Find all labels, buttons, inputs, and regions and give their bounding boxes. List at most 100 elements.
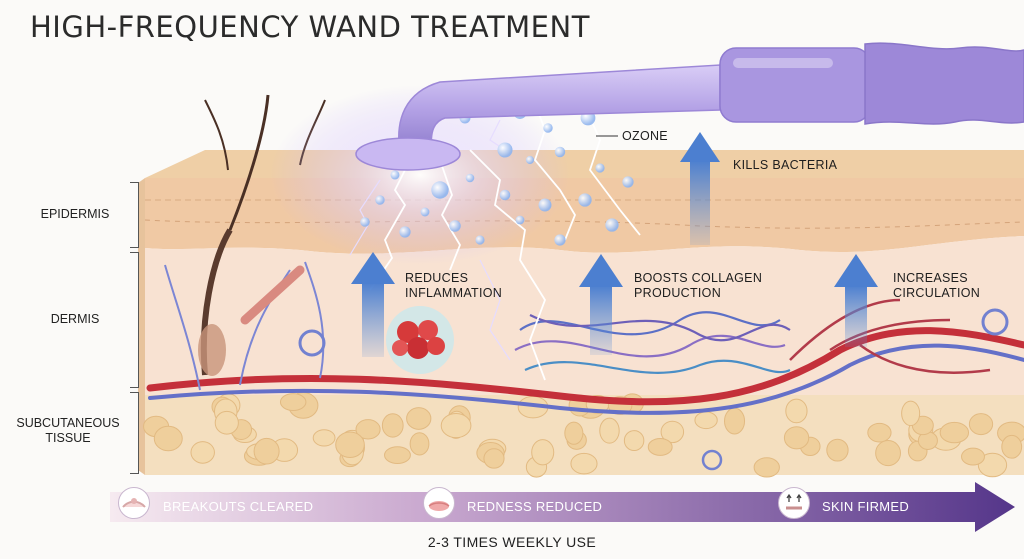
fat-cell xyxy=(570,452,598,475)
ozone-bubble xyxy=(475,235,485,245)
callout-boosts-line1: BOOSTS COLLAGEN xyxy=(634,271,763,285)
ozone-bubble xyxy=(605,218,619,232)
callout-increases-line2: CIRCULATION xyxy=(893,286,981,300)
bracket-subcutaneous xyxy=(130,392,139,474)
callout-reduces-line2: INFLAMMATION xyxy=(405,286,503,300)
ozone-bubble xyxy=(390,170,400,180)
high-frequency-wand xyxy=(355,42,1024,171)
ozone-bubble xyxy=(554,234,566,246)
arrow-reduces-inflammation xyxy=(351,252,395,357)
arrow-boosts-collagen xyxy=(579,254,623,355)
fat-cell xyxy=(279,393,307,411)
label-subcutaneous-line1: SUBCUTANEOUS xyxy=(16,416,120,430)
fat-cell xyxy=(440,413,472,439)
fat-cell xyxy=(312,429,336,447)
fat-cell xyxy=(381,413,404,438)
redness-icon xyxy=(423,487,455,519)
breakout-icon xyxy=(118,487,150,519)
ozone-bubble xyxy=(554,146,566,158)
fat-cell xyxy=(531,439,555,466)
ozone-bubble xyxy=(360,217,370,227)
nerve-ending xyxy=(298,329,326,357)
step-breakouts-cleared: BREAKOUTS CLEARED xyxy=(163,499,314,514)
ozone-bubble xyxy=(622,176,634,188)
fat-cell xyxy=(660,420,685,444)
callout-ozone: OZONE xyxy=(622,129,668,143)
ozone-bubble xyxy=(543,123,553,133)
usage-frequency: 2-3 TIMES WEEKLY USE xyxy=(427,534,597,550)
inflamed-cell-cluster xyxy=(392,320,445,359)
hair-strand xyxy=(228,94,270,231)
fat-cell xyxy=(977,452,1008,478)
fat-cell xyxy=(867,422,892,443)
ozone-bubble xyxy=(538,198,552,212)
ozone-bubble xyxy=(595,163,605,173)
fat-cell xyxy=(409,432,430,456)
label-epidermis: EPIDERMIS xyxy=(40,207,110,221)
diagram-title: HIGH-FREQUENCY WAND TREATMENT xyxy=(30,10,590,44)
arrow-increases-circulation xyxy=(834,254,878,347)
ozone-bubble xyxy=(399,226,411,238)
fat-cell xyxy=(783,426,810,450)
ozone-bubble xyxy=(515,215,525,225)
ozone-bubble xyxy=(431,181,449,199)
capillary-network xyxy=(789,298,991,374)
firming-icon xyxy=(778,487,810,519)
epidermis-cells-line xyxy=(144,219,1024,229)
ozone-bubble xyxy=(465,173,475,183)
fat-cell xyxy=(599,417,620,444)
fat-cell xyxy=(190,441,215,464)
callout-increases-circulation: INCREASES CIRCULATION xyxy=(893,271,980,301)
callout-reduces-line1: REDUCES xyxy=(405,271,469,285)
callout-reduces-inflammation: REDUCES INFLAMMATION xyxy=(405,271,502,301)
step-redness-reduced: REDNESS REDUCED xyxy=(467,499,603,514)
hair-bulb xyxy=(198,324,226,376)
arrector-pili-muscle xyxy=(240,265,305,325)
bracket-epidermis xyxy=(130,182,139,248)
fat-cell xyxy=(694,411,718,430)
callout-boosts-line2: PRODUCTION xyxy=(634,286,722,300)
fat-cell xyxy=(647,437,673,456)
fat-cell xyxy=(483,448,505,469)
callout-kills-bacteria: KILLS BACTERIA xyxy=(733,158,838,172)
arrow-kills-bacteria xyxy=(680,132,720,245)
fat-cell xyxy=(384,446,411,465)
fat-cell xyxy=(968,413,994,436)
callout-boosts-collagen: BOOSTS COLLAGEN PRODUCTION xyxy=(634,271,762,301)
electric-current xyxy=(369,89,641,381)
fat-cell xyxy=(1001,434,1023,459)
ozone-bubble xyxy=(449,220,461,232)
ozone-bubble xyxy=(525,155,535,165)
fat-cell xyxy=(961,447,985,466)
artery xyxy=(146,327,1024,406)
slab-side xyxy=(138,178,145,475)
ozone-bubble xyxy=(375,195,385,205)
fat-cell xyxy=(214,410,239,435)
label-dermis: DERMIS xyxy=(50,312,100,326)
step-skin-firmed: SKIN FIRMED xyxy=(822,499,910,514)
ozone-bubble xyxy=(420,207,430,217)
collagen-fibers xyxy=(514,311,791,374)
fat-cell xyxy=(785,398,808,424)
nerve-ending xyxy=(701,449,723,471)
bracket-dermis xyxy=(130,252,139,388)
fat-cell xyxy=(875,440,901,467)
hair-strand xyxy=(204,99,229,171)
vein xyxy=(148,343,1024,415)
callout-increases-line1: INCREASES xyxy=(893,271,968,285)
dermis-layer xyxy=(145,236,1024,395)
fat-cell xyxy=(623,430,645,452)
fat-cell xyxy=(153,425,183,452)
fat-cells xyxy=(143,392,1024,478)
fat-cell xyxy=(724,407,746,435)
fat-cell xyxy=(826,438,849,462)
fat-cell xyxy=(939,421,970,444)
fat-cell xyxy=(406,407,432,430)
ozone-bubble xyxy=(578,193,592,207)
fat-cell xyxy=(753,457,780,478)
label-subcutaneous: SUBCUTANEOUS TISSUE xyxy=(6,416,130,446)
fat-cell xyxy=(564,421,584,445)
fat-cell xyxy=(253,437,280,465)
